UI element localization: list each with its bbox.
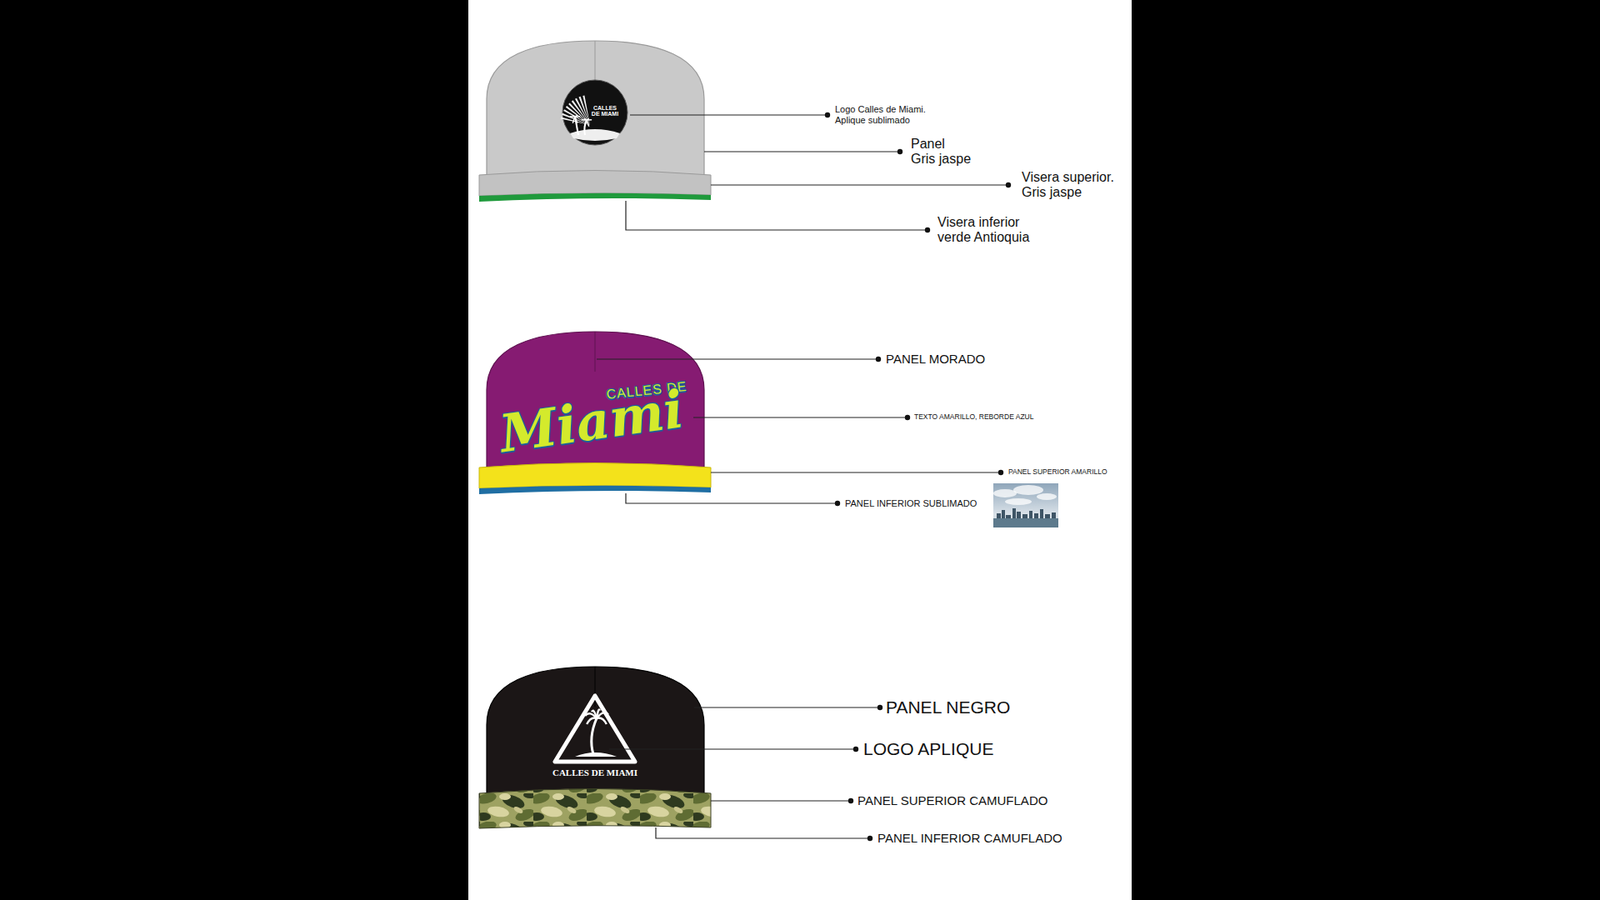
thumbnail-building	[1029, 510, 1033, 519]
leader-line	[630, 114, 828, 115]
callout-label: Visera inferior verde Antioquia	[937, 215, 1042, 246]
logo-triangle	[555, 695, 635, 762]
logo-text: CALLES DE MIAMI	[587, 105, 623, 118]
photo-thumbnail	[993, 483, 1059, 528]
thumbnail-water	[993, 518, 1059, 528]
thumbnail-building	[1012, 508, 1016, 519]
logo-ray	[575, 98, 590, 125]
cap-script-text: Miami	[495, 379, 687, 464]
leader-dot	[848, 798, 854, 804]
callout-label: PANEL NEGRO	[885, 697, 1010, 718]
thumbnail-building	[1022, 514, 1028, 519]
callout-label: Visera superior. Gris jaspe	[1021, 170, 1125, 201]
leader-line	[694, 706, 880, 708]
logo-badge	[560, 80, 628, 145]
logo-frond	[586, 120, 590, 127]
leader-dot	[998, 470, 1004, 475]
logo-palm	[584, 120, 587, 135]
leader-dot	[867, 835, 873, 841]
thumbnail-building	[1016, 511, 1021, 519]
island	[575, 752, 617, 757]
logo-frond	[584, 120, 587, 127]
palm-trunk	[591, 718, 597, 755]
visor-bottom	[479, 485, 711, 495]
logo-frond	[575, 116, 578, 124]
cap-panel	[486, 40, 705, 177]
caps	[479, 40, 1059, 829]
thumbnail-cloud	[1005, 498, 1032, 505]
leader-dot	[853, 746, 859, 752]
visor-top	[479, 463, 711, 490]
callout-label: PANEL SUPERIOR CAMUFLADO	[857, 793, 1048, 808]
leader-line	[655, 827, 870, 839]
logo-disc	[562, 80, 628, 145]
callout-label: Panel Gris jaspe	[910, 136, 995, 168]
visor-camo	[479, 789, 711, 830]
thumbnail-cloud	[993, 489, 1017, 498]
logo-palm	[575, 116, 579, 135]
palm-frond	[596, 717, 607, 725]
leader-line	[625, 200, 928, 230]
cap-panel	[486, 666, 705, 796]
callout-label: LOGO APLIQUE	[863, 739, 994, 760]
thumbnail-sky	[993, 483, 1059, 528]
logo-frond	[584, 118, 587, 120]
callout-label: PANEL INFERIOR SUBLIMADO	[845, 498, 977, 510]
leader-line	[710, 184, 1009, 185]
leader-dot	[905, 415, 910, 420]
leader-line	[596, 358, 879, 360]
visor-top	[479, 170, 711, 197]
palm-frond	[586, 717, 597, 725]
callout-label: PANEL SUPERIOR AMARILLO	[1008, 468, 1108, 477]
leader-line	[609, 748, 856, 750]
leader-line	[693, 416, 908, 418]
leader-dot	[825, 112, 830, 118]
thumbnail-building	[1040, 509, 1044, 519]
thumbnail-building	[1051, 512, 1056, 519]
thumbnail-building	[1034, 513, 1039, 519]
thumbnail-cloud	[1036, 493, 1057, 500]
leader-dot	[835, 500, 840, 506]
thumbnail-building	[1045, 514, 1050, 519]
leader-line	[704, 150, 900, 152]
cap-panel	[486, 331, 705, 469]
thumbnail-building	[1005, 515, 1011, 519]
leader-line	[710, 471, 1001, 473]
callout-label: TEXTO AMARILLO, REBORDE AZUL	[914, 413, 1034, 422]
thumbnail-building	[996, 513, 1001, 519]
logo-frond	[572, 115, 575, 117]
leader-line	[625, 493, 838, 504]
visor-bottom	[479, 193, 711, 202]
seam-line	[595, 40, 596, 81]
leader-dot	[875, 356, 881, 362]
leader-dot	[1005, 182, 1011, 188]
logo-text: CALLES DE MIAMI	[552, 767, 638, 779]
seam-line	[595, 331, 596, 372]
leader-line	[710, 800, 851, 801]
leader-dot	[925, 227, 930, 233]
leader-dot	[897, 149, 903, 155]
seam-line	[595, 666, 596, 707]
leader-dot	[877, 705, 883, 710]
logo-frond	[572, 116, 575, 124]
callout-label: Logo Calles de Miami. Aplique sublimado	[835, 104, 940, 125]
callout-label: PANEL INFERIOR CAMUFLADO	[877, 830, 1063, 845]
callout-label: PANEL MORADO	[885, 351, 985, 366]
thumbnail-cloud	[1013, 485, 1044, 495]
triangle-outline	[555, 695, 635, 762]
thumbnail-building	[1001, 510, 1005, 519]
